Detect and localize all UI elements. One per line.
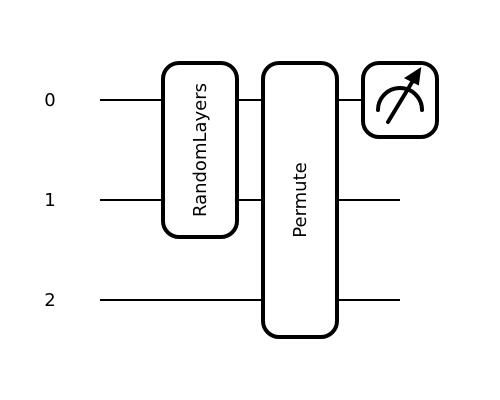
gate-permute: Permute xyxy=(261,61,339,339)
wire-label-1: 1 xyxy=(44,190,55,211)
measurement-meter-icon xyxy=(376,66,424,124)
gate-permute-box xyxy=(261,61,339,339)
gate-random-layers: RandomLayers xyxy=(161,61,239,239)
wire-label-0: 0 xyxy=(44,90,55,111)
measurement-gate xyxy=(361,61,439,139)
gate-random-layers-box xyxy=(161,61,239,239)
gate-permute-label: Permute xyxy=(290,162,311,237)
gate-random-layers-label: RandomLayers xyxy=(190,83,211,217)
wire-label-2: 2 xyxy=(44,290,55,311)
